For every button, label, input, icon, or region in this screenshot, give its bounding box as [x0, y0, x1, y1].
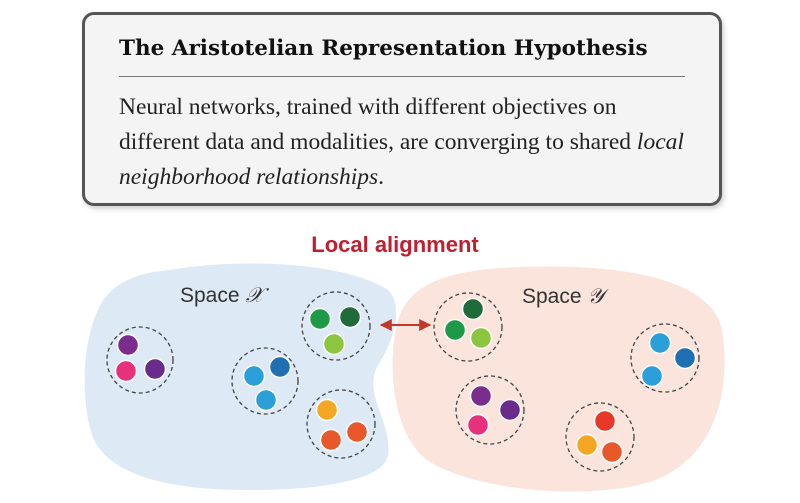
point — [338, 305, 362, 329]
cluster-boundary — [106, 326, 174, 394]
point — [242, 364, 266, 388]
point — [600, 440, 624, 464]
point — [469, 384, 493, 408]
cluster-boundary — [301, 291, 371, 361]
hypothesis-body-end: . — [378, 164, 385, 190]
cluster-y-purple — [455, 375, 525, 445]
cluster-x-green — [301, 291, 371, 361]
hypothesis-title: The Aristotelian Representation Hypothes… — [119, 36, 648, 61]
cluster-x-blue — [231, 347, 299, 415]
point — [469, 326, 493, 350]
hypothesis-body: Neural networks, trained with different … — [119, 90, 699, 195]
cluster-boundary — [630, 323, 700, 393]
point — [640, 364, 664, 388]
cluster-x-orange — [306, 389, 376, 459]
point — [315, 398, 339, 422]
cluster-boundary — [433, 292, 503, 362]
cluster-y-orange — [565, 402, 635, 472]
point — [673, 346, 697, 370]
point — [461, 297, 485, 321]
hypothesis-divider — [119, 76, 685, 77]
point — [322, 332, 346, 356]
point — [268, 355, 292, 379]
point — [345, 420, 369, 444]
point — [254, 388, 278, 412]
point — [443, 318, 467, 342]
point — [575, 433, 599, 457]
space-x-label: Space 𝒳 — [180, 283, 269, 307]
cluster-boundary — [306, 389, 376, 459]
local-alignment-title: Local alignment — [311, 232, 479, 257]
space-y-label: Space 𝒴 — [522, 284, 609, 308]
hypothesis-body-emphasis: local neighborhood relationships — [119, 129, 684, 190]
cluster-boundary — [455, 375, 525, 445]
point — [648, 331, 672, 355]
point — [319, 428, 343, 452]
cluster-boundary — [231, 347, 299, 415]
hypothesis-box: The Aristotelian Representation Hypothes… — [82, 12, 722, 206]
point — [114, 359, 138, 383]
point — [593, 409, 617, 433]
point — [308, 307, 332, 331]
point — [466, 413, 490, 437]
point — [143, 357, 167, 381]
point — [116, 333, 140, 357]
hypothesis-body-text: Neural networks, trained with different … — [119, 94, 637, 155]
cluster-boundary — [565, 402, 635, 472]
point — [498, 398, 522, 422]
cluster-x-purple — [106, 326, 174, 394]
cluster-y-green — [433, 292, 503, 362]
cluster-y-blue — [630, 323, 700, 393]
